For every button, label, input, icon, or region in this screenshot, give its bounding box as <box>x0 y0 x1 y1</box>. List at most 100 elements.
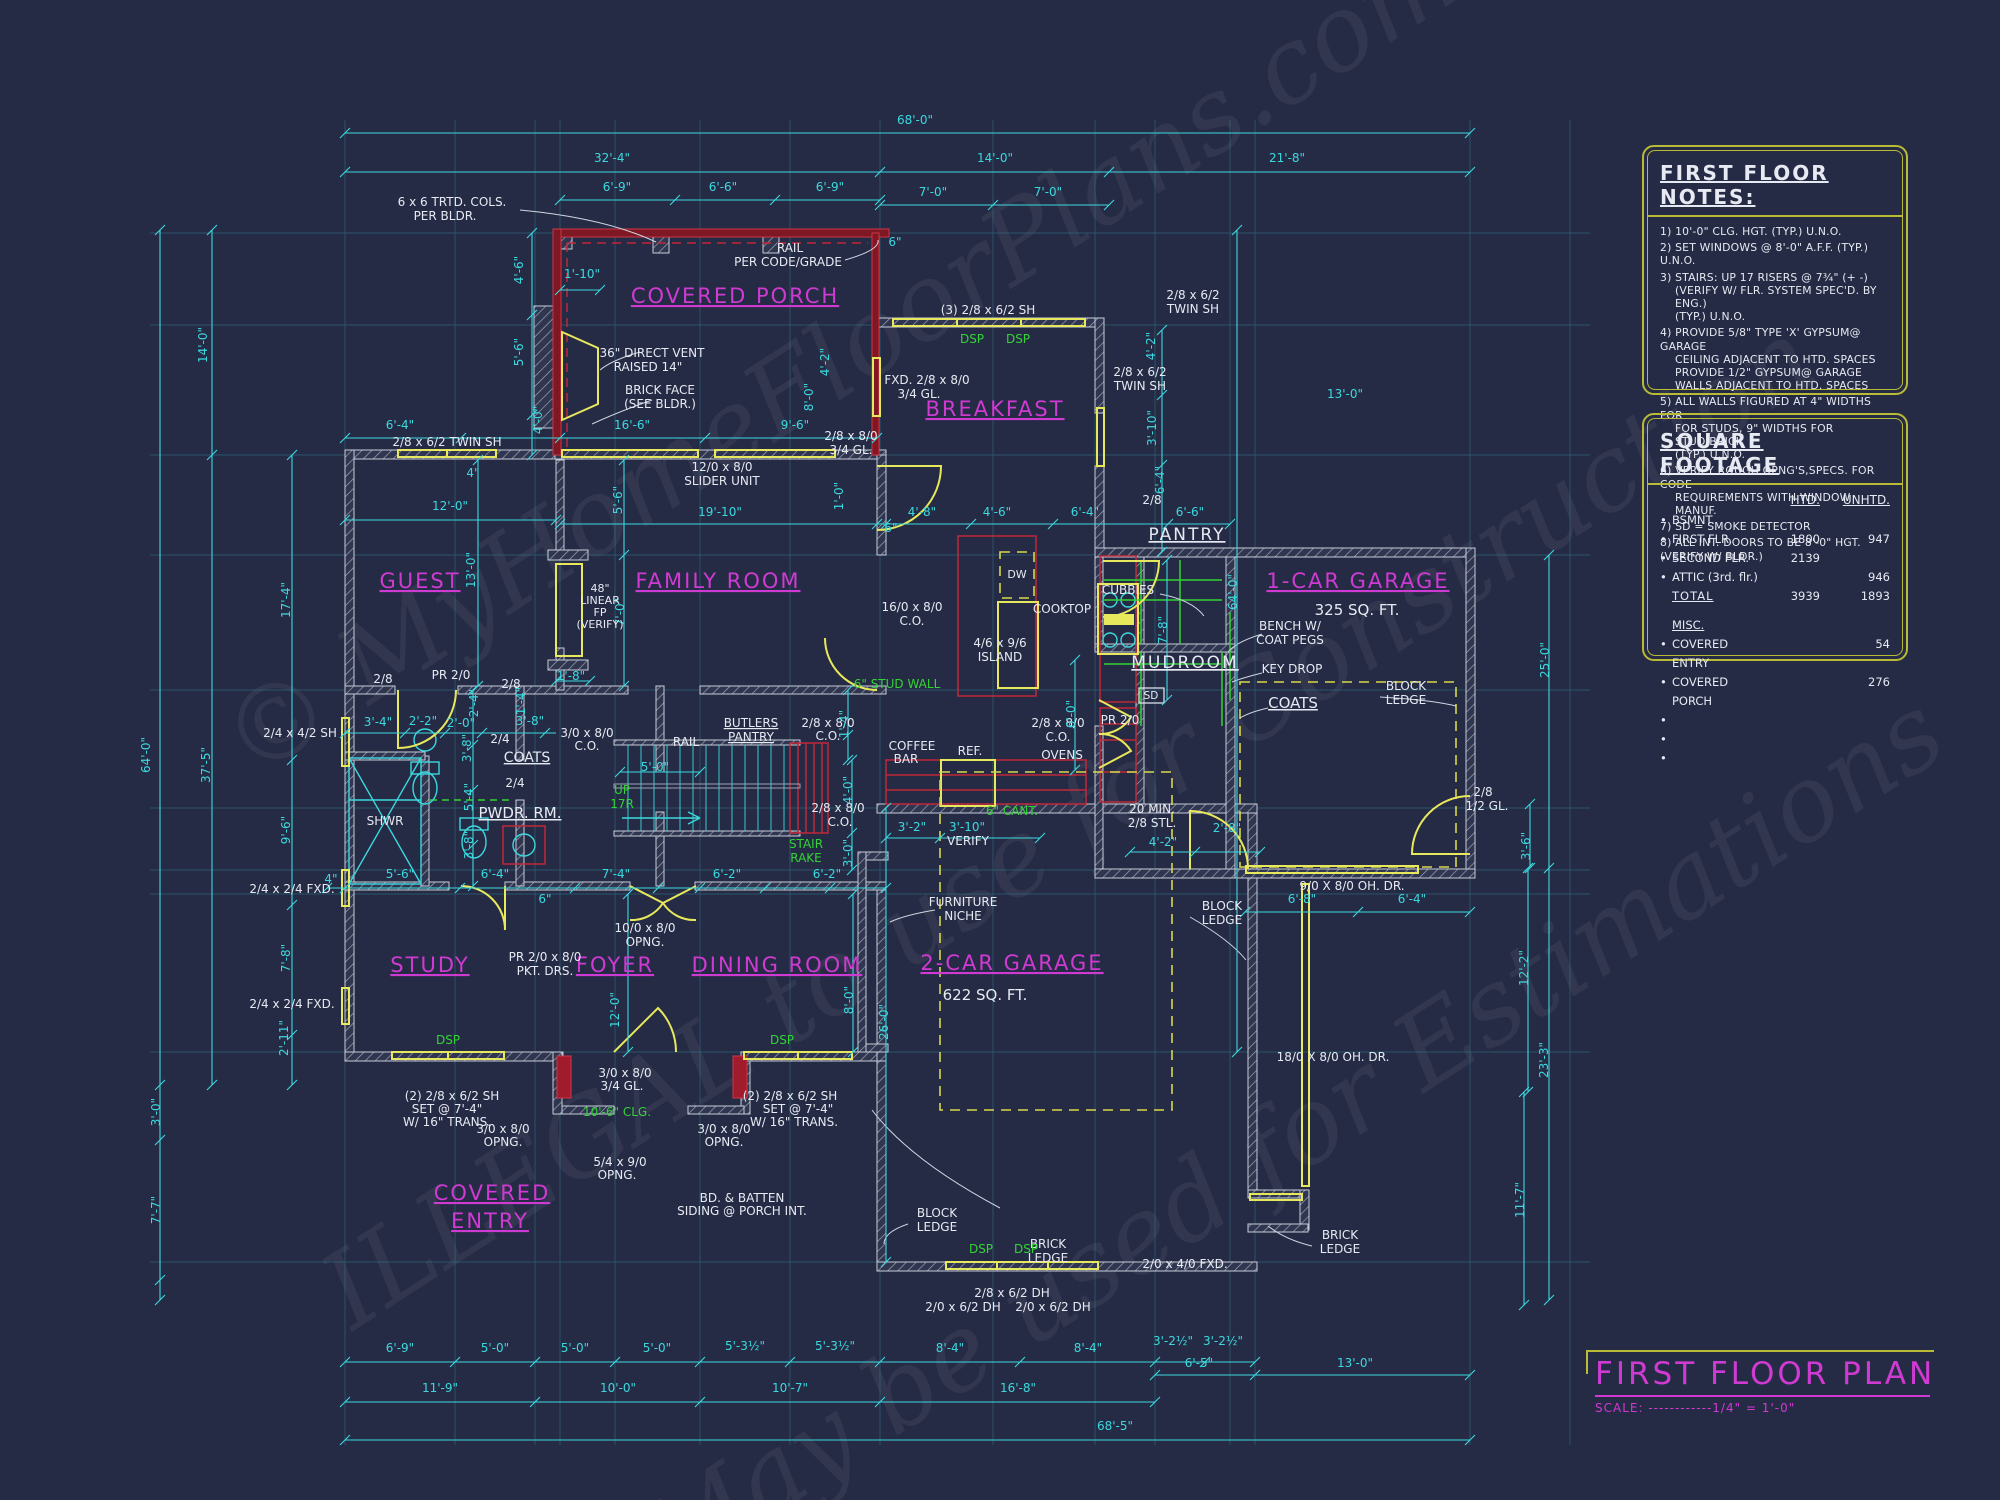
sqft-cell: TOTAL <box>1672 589 1714 603</box>
plan-annotation: LEDGE <box>1202 913 1242 927</box>
note-item-line: 3) STAIRS: UP 17 RISERS @ 7¾" (+ -) <box>1660 270 1869 284</box>
plan-annotation: 6'-2" <box>713 867 741 881</box>
plan-annotation: PR 2/0 <box>1101 713 1140 727</box>
plan-annotation: 6'-9" <box>816 180 844 194</box>
plan-annotation: 2'-2" <box>409 714 437 728</box>
plan-annotation: 3'-10" <box>1145 410 1159 446</box>
sqft-cell <box>1820 606 1890 635</box>
sqft-cell: • <box>1660 551 1667 565</box>
plan-annotation: 6" <box>888 235 901 249</box>
plan-annotation: BLOCK <box>917 1206 958 1220</box>
sqft-cell: • <box>1660 570 1667 584</box>
plan-annotation: SD <box>1144 690 1159 702</box>
sqft-cell <box>1672 730 1758 749</box>
plan-annotation: (2) 2/8 x 6/2 SH <box>405 1089 500 1103</box>
sqft-cell <box>1758 511 1820 530</box>
notes-divider <box>1648 215 1902 217</box>
plan-annotation: 6'-2" <box>813 867 841 881</box>
plan-annotation: 7'-0" <box>613 598 627 626</box>
plan-annotation: UP <box>614 783 630 797</box>
note-item-line: REQUIREMENTS WITH WINDOW MANUF. <box>1675 490 1851 518</box>
plan-annotation: 32'-4" <box>594 151 630 165</box>
plan-annotation: 7'-0" <box>919 185 947 199</box>
plan-annotation: 14'-0" <box>977 151 1013 165</box>
note-item-line: CEILING ADJACENT TO HTD. SPACES <box>1675 352 1876 366</box>
plan-annotation: C.O. <box>900 614 925 628</box>
plan-annotation: OVENS <box>1041 748 1083 762</box>
sqft-col-unhtd: UNHTD. <box>1842 493 1890 507</box>
dimension-lines-layer <box>154 127 1555 1446</box>
plan-annotation: 6'-0" <box>1064 700 1078 728</box>
title-frame <box>1586 1350 1934 1374</box>
sqft-cell <box>1820 730 1890 749</box>
note-item-line: PROVIDE 1/2" GYPSUM@ GARAGE <box>1675 366 1863 380</box>
plan-annotation: BLOCK <box>1202 899 1243 913</box>
plan-annotation: 14'-0" <box>196 327 210 363</box>
plan-annotation: 2/8 <box>373 672 392 686</box>
plan-annotation: 16'-8" <box>1000 1381 1036 1395</box>
plan-annotation: 2'-8" <box>1213 821 1241 835</box>
plan-annotation: 11'-7" <box>1513 1182 1527 1218</box>
plan-annotation: (3) 2/8 x 6/2 SH <box>941 303 1036 317</box>
plan-annotation: PR 2/0 x 8/0 <box>509 950 582 964</box>
plan-annotation: (SEE BLDR.) <box>624 397 696 411</box>
plan-annotation: 5'-0" <box>643 1341 671 1355</box>
plan-annotation: RAIL <box>777 241 804 255</box>
plan-annotation: 36" DIRECT VENT <box>600 346 706 360</box>
plan-annotation: DSP <box>1006 332 1030 346</box>
plan-annotation: 5'-6" <box>386 867 414 881</box>
sqft-row: • <box>1660 711 1890 730</box>
plan-annotation: 2/8 x 8/0 <box>824 429 877 443</box>
sqft-cell: MISC. <box>1672 618 1705 632</box>
plan-annotation: 10'-7" <box>772 1381 808 1395</box>
plan-annotation: 13'-0" <box>464 552 478 588</box>
sheet-title: FIRST FLOOR PLAN <box>1595 1356 1932 1397</box>
sqft-cell <box>1820 549 1890 568</box>
title-block: FIRST FLOOR PLAN SCALE: ------------1/4"… <box>1595 1356 1932 1415</box>
note-item-line: FOR STUDS, 9" WIDTHS FOR STUD/BRICK <box>1675 421 1834 449</box>
porch-red-walls-layer <box>552 228 890 1099</box>
sqft-cell <box>1660 587 1672 606</box>
sqft-col-htd: HTD. <box>1790 493 1820 507</box>
plan-annotation: 1-CAR GARAGE <box>1266 569 1449 593</box>
plan-annotation: 2/4 <box>490 732 509 746</box>
plan-annotation: 9'-6" <box>781 418 809 432</box>
plan-annotation: FXD. 2/8 x 8/0 <box>884 373 969 387</box>
plan-annotation: 4'-0" <box>841 776 855 804</box>
plan-annotation: 8'-4" <box>1074 1341 1102 1355</box>
sqft-row: • <box>1660 749 1890 768</box>
plan-annotation: 2/8 x 8/0 <box>1031 716 1084 730</box>
plan-annotation: 1'-10" <box>564 267 600 281</box>
plan-annotation: 12'-2" <box>1517 950 1531 986</box>
plan-annotation: C.O. <box>1046 730 1071 744</box>
sqft-divider <box>1648 483 1902 485</box>
sqft-cell <box>1820 711 1890 730</box>
plan-annotation: 2/8 x 6/2 <box>1113 365 1166 379</box>
plan-annotation: (2) 2/8 x 6/2 SH <box>743 1089 838 1103</box>
plan-annotation: 12'-0" <box>432 499 468 513</box>
sqft-header-row: HTD. UNHTD. <box>1660 493 1890 507</box>
plan-annotation: 5'-0" <box>641 760 669 774</box>
plan-annotation: FAMILY ROOM <box>635 569 800 593</box>
grid-lines <box>150 120 1590 1445</box>
plan-annotation: 7'-4" <box>602 867 630 881</box>
plan-annotation: SET @ 7'-4" <box>763 1102 834 1116</box>
sqft-cell: FIRST FLR. <box>1672 532 1733 546</box>
plan-annotation: 5'-3½" <box>725 1339 765 1353</box>
plan-annotation: 25'-0" <box>1538 642 1552 678</box>
plan-annotation: 23'-3" <box>1537 1042 1551 1078</box>
sqft-cell <box>1758 711 1820 730</box>
plan-annotation: 3/4 GL. <box>898 387 941 401</box>
sqft-cell: • <box>1660 532 1667 546</box>
plan-annotation: W/ 16" TRANS. <box>403 1115 491 1129</box>
plan-annotation: 2/4 x 2/4 FXD. <box>249 997 334 1011</box>
sqft-cell: • <box>1660 637 1667 651</box>
spacer <box>1660 493 1672 507</box>
plan-annotation: FP <box>594 606 607 619</box>
sqft-row: MISC. <box>1660 606 1890 635</box>
plan-annotation: 9/0 X 8/0 OH. DR. <box>1299 879 1404 893</box>
plan-annotation: 3'-2½" <box>1203 1334 1243 1348</box>
plan-annotation: 3'-4" <box>364 715 392 729</box>
plan-annotation: 8'-0" <box>842 986 856 1014</box>
